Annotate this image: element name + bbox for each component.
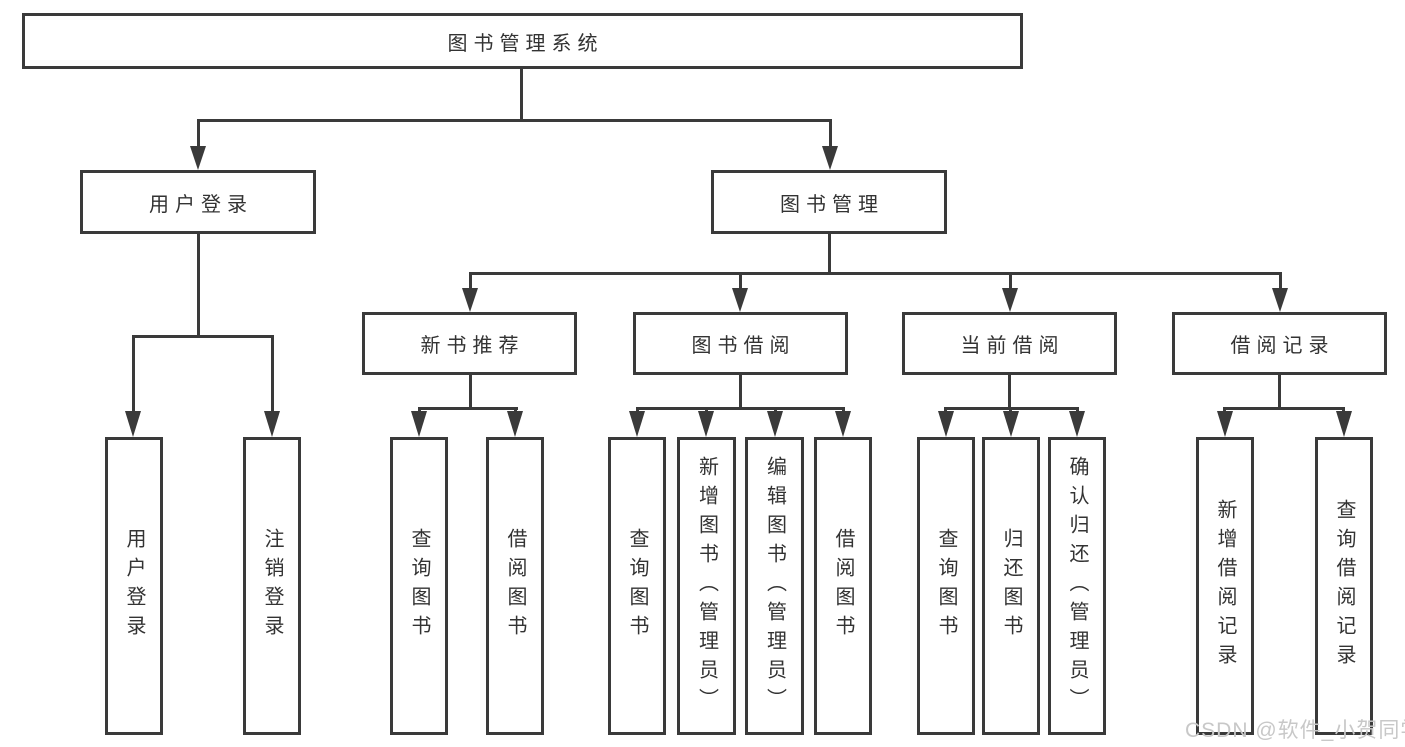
arrow-down-icon [732,288,748,312]
node-root: 图书管理系统 [22,13,1023,69]
arrow-down-icon [1003,411,1019,437]
node-leaf-query-book-3-label: 查询图书 [935,528,957,644]
connector-line [1223,407,1345,410]
node-leaf-query-book-2: 查询图书 [608,437,666,735]
node-leaf-borrow-book-1: 借阅图书 [486,437,544,735]
node-book-borrow: 图书借阅 [633,312,848,375]
node-new-book-recommend: 新书推荐 [362,312,577,375]
node-leaf-borrow-book-2: 借阅图书 [814,437,872,735]
arrow-down-icon [835,411,851,437]
connector-line [469,272,472,290]
node-leaf-query-book-3: 查询图书 [917,437,975,735]
node-root-label: 图书管理系统 [447,32,604,55]
connector-line [739,375,742,410]
node-user-login-label: 用户登录 [149,193,253,216]
connector-line [418,407,518,410]
arrow-down-icon [507,411,523,437]
node-leaf-confirm-return-admin: 确认归还（管理员） [1048,437,1106,735]
node-leaf-return-book-label: 归还图书 [1000,528,1022,644]
arrow-down-icon [125,411,141,437]
node-leaf-edit-book-admin-label: 编辑图书（管理员） [763,455,786,717]
connector-line [1008,375,1011,410]
node-current-borrow: 当前借阅 [902,312,1117,375]
node-leaf-query-book-2-label: 查询图书 [626,528,648,644]
connector-line [271,335,274,413]
node-leaf-borrow-book-1-label: 借阅图书 [504,528,526,644]
node-leaf-query-book-1: 查询图书 [390,437,448,735]
node-leaf-add-book-admin: 新增图书（管理员） [677,437,736,735]
arrow-down-icon [1272,288,1288,312]
arrow-down-icon [264,411,280,437]
connector-line [829,119,832,148]
arrow-down-icon [462,288,478,312]
connector-line [132,335,135,413]
node-leaf-user-login: 用户登录 [105,437,163,735]
arrow-down-icon [1336,411,1352,437]
arrow-down-icon [698,411,714,437]
node-user-login: 用户登录 [80,170,316,234]
node-leaf-user-login-label: 用户登录 [123,528,145,644]
connector-line [469,375,472,410]
arrow-down-icon [1069,411,1085,437]
arrow-down-icon [938,411,954,437]
arrow-down-icon [190,146,206,170]
connector-line [1278,375,1281,410]
node-leaf-return-book: 归还图书 [982,437,1040,735]
connector-line [197,119,200,148]
csdn-watermark: CSDN @软件_小贺同学 [1185,719,1405,742]
connector-line [469,272,1282,275]
connector-line [1009,272,1012,290]
connector-line [739,272,742,290]
node-leaf-edit-book-admin: 编辑图书（管理员） [745,437,804,735]
arrow-down-icon [822,146,838,170]
connector-line [132,335,274,338]
connector-line [828,234,831,275]
node-leaf-add-borrow-record: 新增借阅记录 [1196,437,1254,735]
connector-line [1279,272,1282,290]
node-leaf-add-borrow-record-label: 新增借阅记录 [1214,499,1236,673]
node-leaf-query-borrow-record: 查询借阅记录 [1315,437,1373,735]
arrow-down-icon [629,411,645,437]
arrow-down-icon [411,411,427,437]
node-book-management: 图书管理 [711,170,947,234]
node-leaf-add-book-admin-label: 新增图书（管理员） [695,455,718,717]
node-new-book-recommend-label: 新书推荐 [420,335,525,357]
arrow-down-icon [1217,411,1233,437]
node-leaf-confirm-return-admin-label: 确认归还（管理员） [1066,455,1088,717]
node-leaf-logout: 注销登录 [243,437,301,735]
node-leaf-borrow-book-2-label: 借阅图书 [832,528,854,644]
connector-line [636,407,845,410]
arrow-down-icon [767,411,783,437]
node-leaf-logout-label: 注销登录 [261,528,283,644]
node-borrow-record: 借阅记录 [1172,312,1387,375]
node-borrow-record-label: 借阅记录 [1230,335,1335,357]
node-leaf-query-book-1-label: 查询图书 [408,528,430,644]
node-book-borrow-label: 图书借阅 [691,335,796,357]
node-current-borrow-label: 当前借阅 [960,335,1065,357]
node-book-management-label: 图书管理 [780,193,884,216]
node-leaf-query-borrow-record-label: 查询借阅记录 [1333,499,1355,673]
connector-line [197,119,832,122]
arrow-down-icon [1002,288,1018,312]
connector-line [197,234,200,337]
connector-line [520,69,523,122]
